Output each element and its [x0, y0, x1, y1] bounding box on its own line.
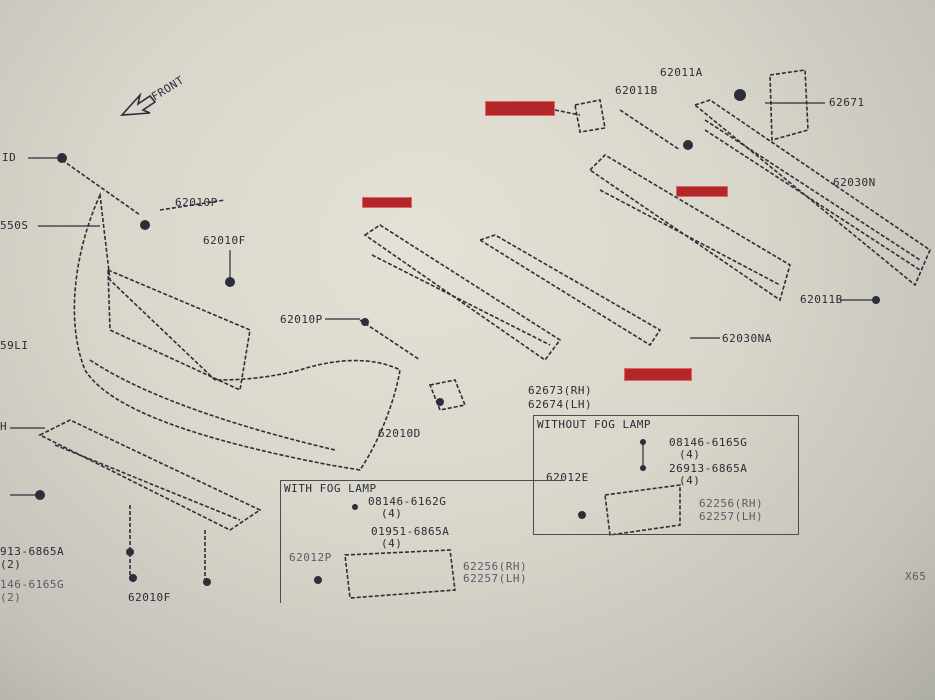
redacted-label: [624, 368, 692, 381]
part-label: (2): [0, 558, 22, 571]
bolt-part-number: 08146-6162G: [368, 495, 447, 508]
part-label: 62030N: [833, 176, 876, 189]
upper-grille: [363, 224, 562, 362]
cover-lh: 62257(LH): [463, 572, 528, 585]
redacted-label: [676, 186, 728, 197]
part-label: 62011B: [800, 293, 843, 306]
nut-part-number: 01951-6865A: [371, 525, 450, 538]
part-label: 62010P: [175, 196, 218, 209]
part-label: 146-6165G: [0, 578, 65, 591]
part-label: 62030NA: [722, 332, 772, 345]
part-label: 62010P: [280, 313, 323, 326]
box-title: WITH FOG LAMP: [284, 482, 377, 495]
part-label: 62674(LH): [528, 398, 593, 411]
bolt-quantity: (4): [381, 507, 403, 520]
side-bracket: [769, 69, 809, 142]
redacted-label: [485, 101, 555, 116]
without-fog-lamp-box: WITHOUT FOG LAMP 08146-6165G (4) 26913-6…: [533, 415, 799, 535]
bolt-quantity: (4): [679, 448, 701, 461]
part-label: 62010D: [378, 427, 421, 440]
part-label: 913-6865A: [0, 545, 65, 558]
lower-grille: [38, 419, 262, 531]
energy-absorber: [478, 234, 662, 347]
cover-rh: 62256(RH): [463, 560, 528, 573]
part-label: 62671: [829, 96, 865, 109]
bumper-beam: [693, 99, 931, 287]
front-arrow-icon: [120, 92, 157, 116]
part-label: 62010F: [128, 591, 171, 604]
bumper-fascia: [73, 192, 401, 471]
part-label: 62673(RH): [528, 384, 593, 397]
part-label: H: [0, 420, 8, 433]
cover-lh: 62257(LH): [699, 510, 764, 523]
part-label: (2): [0, 591, 22, 604]
part-label: 62010F: [203, 234, 246, 247]
nut-quantity: (4): [679, 474, 701, 487]
box-title: WITHOUT FOG LAMP: [537, 418, 651, 431]
part-label: 62011B: [615, 84, 658, 97]
bolt-part-number: 08146-6165G: [669, 436, 748, 449]
redacted-label: [362, 197, 412, 208]
nut-quantity: (4): [381, 537, 403, 550]
clip-part-number: 62012P: [289, 551, 332, 564]
with-fog-lamp-box: WITH FOG LAMP 08146-6162G (4) 01951-6865…: [280, 480, 564, 603]
part-label: 62011A: [660, 66, 703, 79]
nut-part-number: 26913-6865A: [669, 462, 748, 475]
cover-rh: 62256(RH): [699, 497, 764, 510]
part-label: ID: [2, 151, 17, 164]
part-label: 59LI: [0, 339, 29, 352]
part-label: 550S: [0, 219, 29, 232]
reinforcement: [588, 153, 791, 302]
part-label: X65: [905, 570, 927, 583]
